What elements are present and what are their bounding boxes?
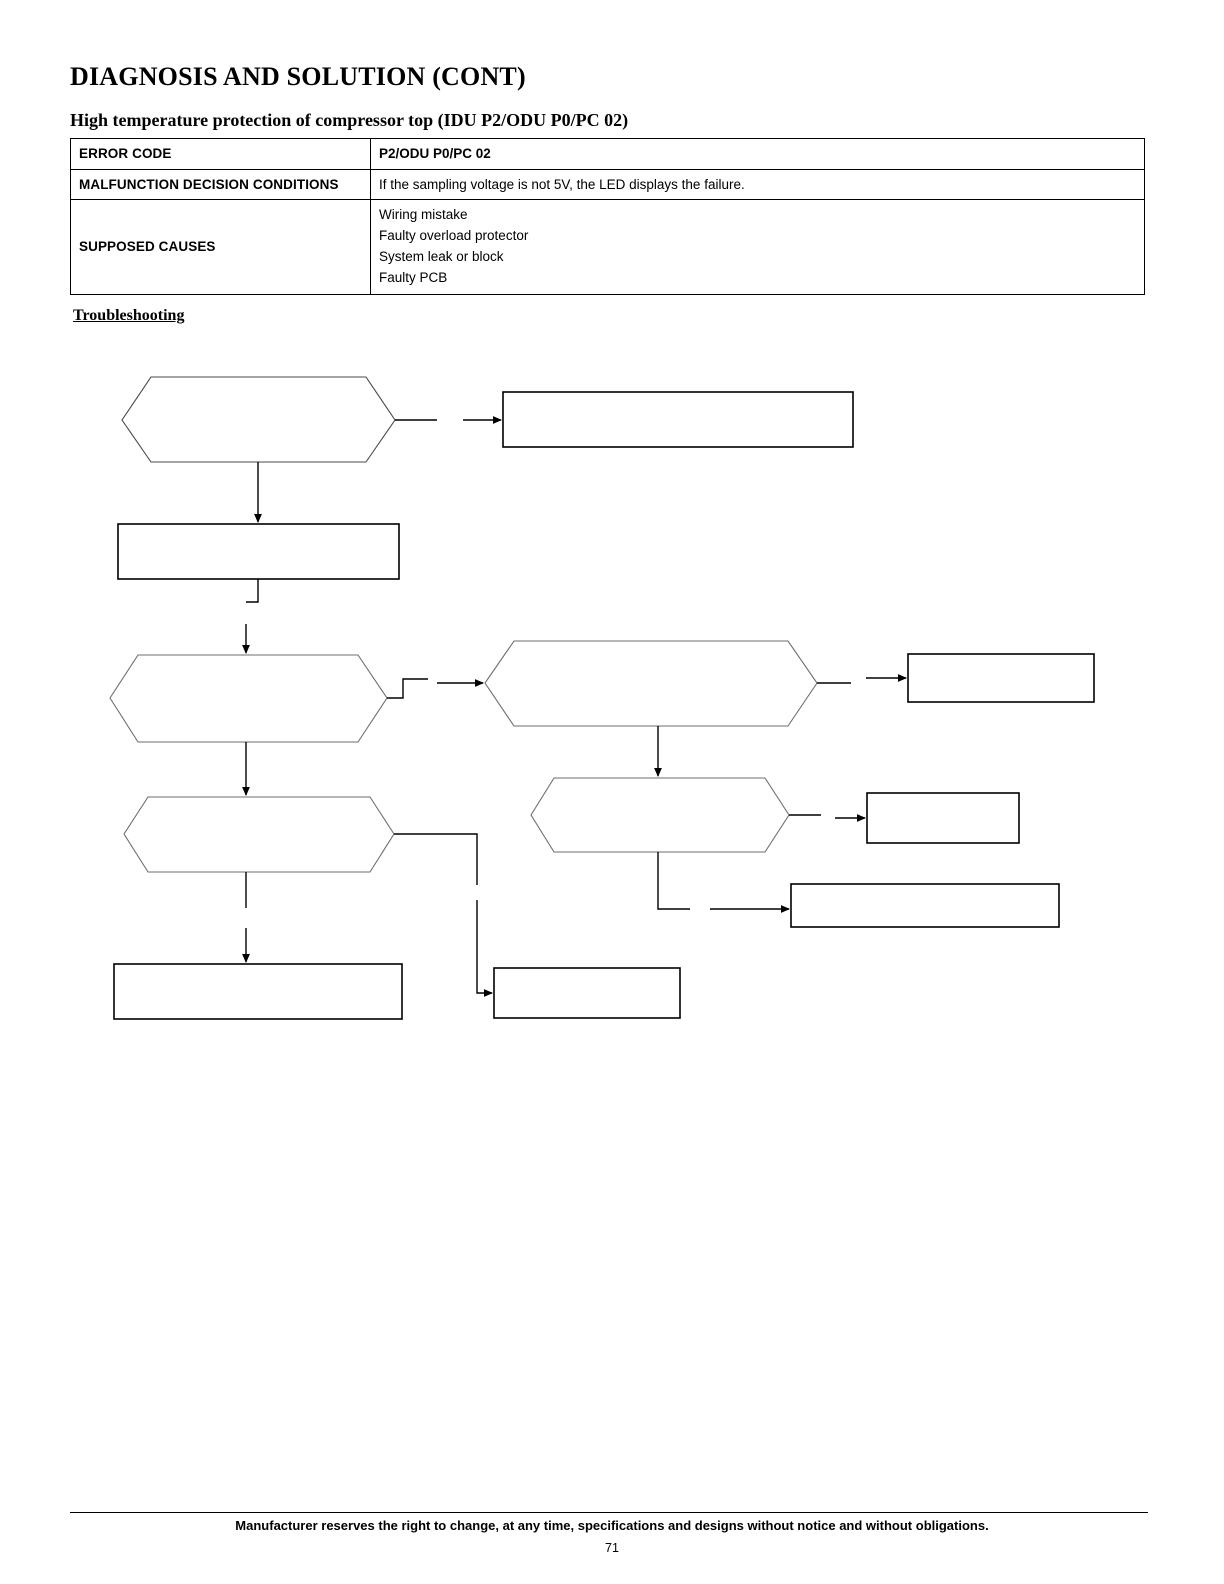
row-label-malfunction-decision-conditions: MALFUNCTION DECISION CONDITIONS	[70, 168, 371, 201]
flow-node-n12	[493, 967, 681, 1019]
list-item: System leak or block	[379, 248, 504, 264]
table-row: ERROR CODE P2/ODU P0/PC 02	[70, 138, 1145, 170]
row-label-supposed-causes: SUPPOSED CAUSES	[70, 199, 371, 295]
flow-edge-n4-step	[387, 678, 428, 699]
list-item: Wiring mistake	[379, 207, 468, 223]
page-title: DIAGNOSIS AND SOLUTION (CONT)	[70, 62, 526, 91]
flow-node-n11	[113, 963, 403, 1020]
page-number: 71	[605, 1541, 619, 1555]
flow-node-n2	[502, 391, 854, 448]
troubleshooting-heading: Troubleshooting	[73, 307, 185, 324]
flow-edge-n7-elbow-a	[394, 833, 478, 885]
error-code-table: ERROR CODE P2/ODU P0/PC 02 MALFUNCTION D…	[70, 138, 1145, 295]
table-row: MALFUNCTION DECISION CONDITIONS If the s…	[70, 168, 1145, 201]
flow-node-n7	[123, 796, 395, 873]
flow-node-n9	[866, 792, 1020, 844]
flow-edge-n3-elbow	[246, 579, 259, 603]
flow-node-n1	[121, 376, 396, 463]
table-row: SUPPOSED CAUSES Wiring mistake Faulty ov…	[70, 199, 1145, 295]
flow-node-n6	[907, 653, 1095, 703]
flow-edge-n8-elbow	[657, 852, 690, 910]
row-value-malfunction-decision-conditions: If the sampling voltage is not 5V, the L…	[370, 168, 1145, 201]
footer-divider	[70, 1512, 1148, 1513]
flow-node-n4	[109, 654, 388, 743]
row-value-supposed-causes: Wiring mistake Faulty overload protector…	[370, 199, 1145, 295]
footer-disclaimer: Manufacturer reserves the right to chang…	[235, 1518, 989, 1533]
flow-node-n10	[790, 883, 1060, 928]
flow-node-n8	[530, 777, 790, 853]
row-value-error-code: P2/ODU P0/PC 02	[370, 138, 1145, 170]
section-title: High temperature protection of compresso…	[70, 110, 629, 130]
flow-node-n3	[117, 523, 400, 580]
flow-edge-n7-n12	[476, 900, 493, 997]
list-item: Faulty overload protector	[379, 228, 529, 244]
row-label-error-code: ERROR CODE	[70, 138, 371, 170]
flow-node-n5	[484, 640, 818, 727]
supposed-causes-list: Wiring mistake Faulty overload protector…	[379, 205, 1136, 289]
list-item: Faulty PCB	[379, 269, 448, 285]
